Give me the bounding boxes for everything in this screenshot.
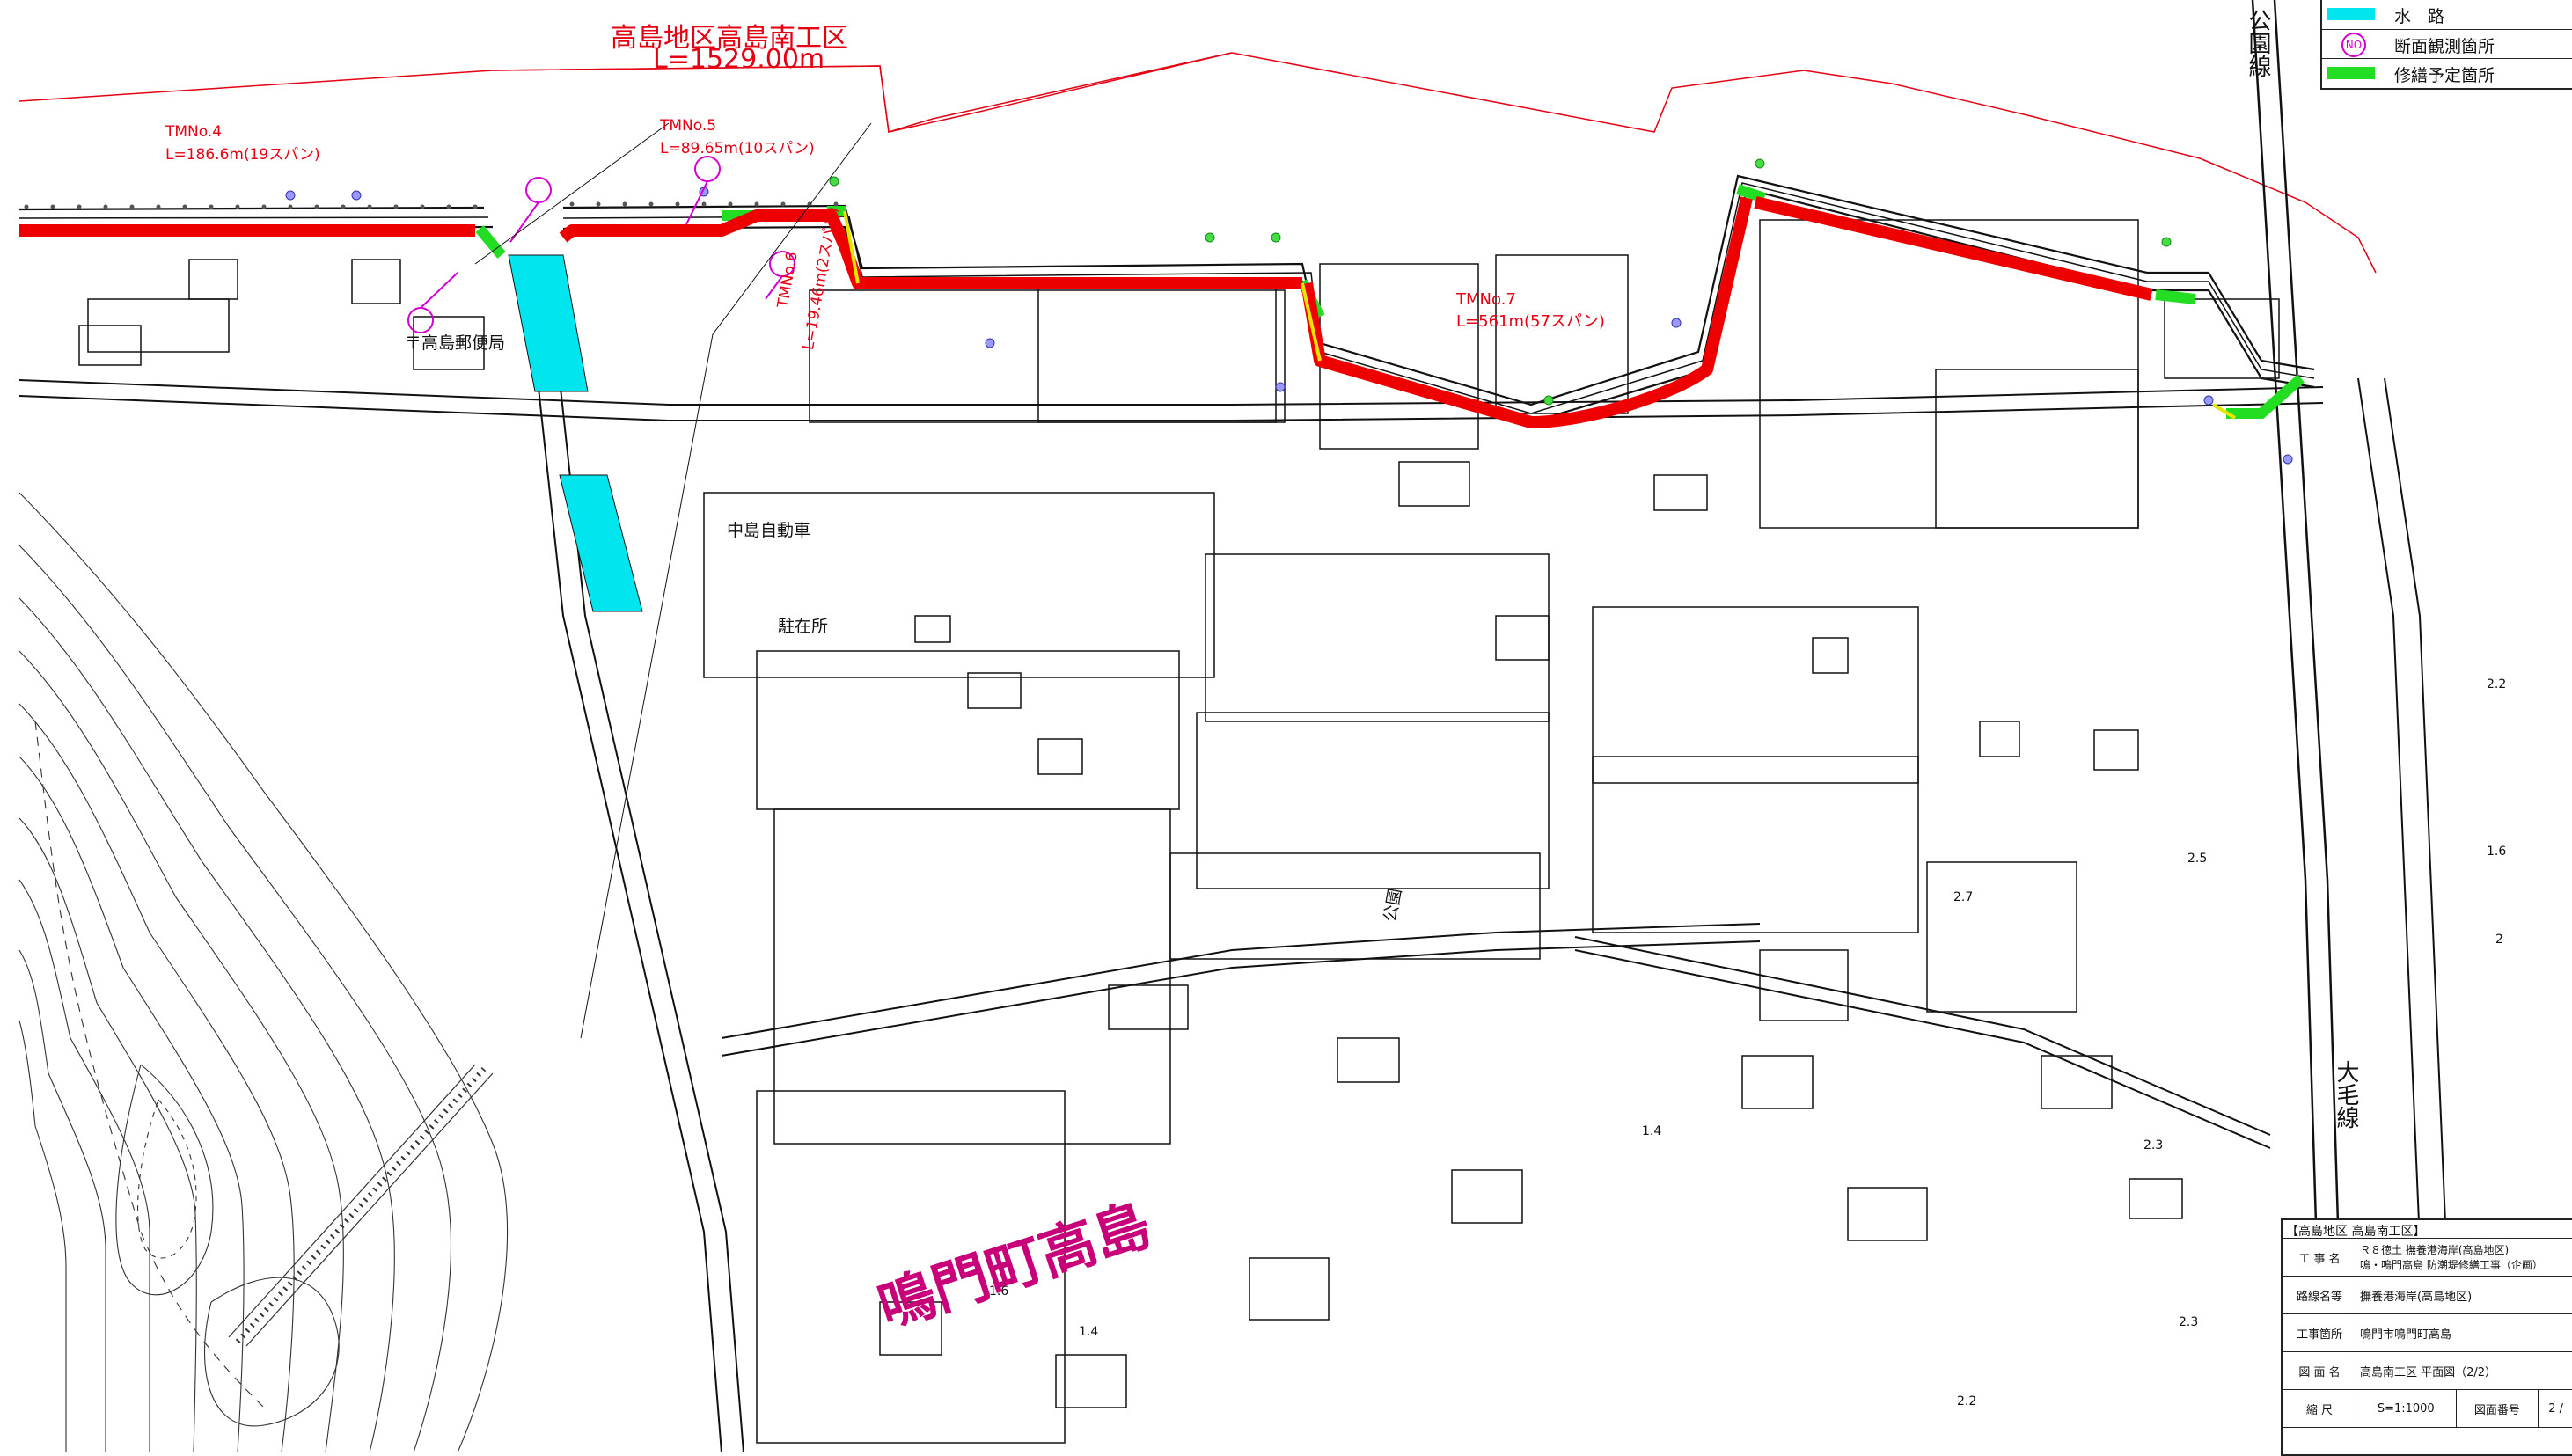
title-value: 鳴門市鳴門町高島 (2356, 1314, 2572, 1352)
levee-centerline (19, 183, 2314, 413)
title-row: 路線名等 撫養港海岸(高島地区) (2283, 1277, 2572, 1314)
segment-id-tm7: TMNo.7 (1456, 290, 1516, 309)
title-block-table: 工 事 名 Ｒ８徳土 撫養港海岸(高島地区) 鳴・鳴門高島 防潮堤修繕工事（企画… (2283, 1238, 2572, 1428)
contour-label: 2.2 (1957, 1394, 1976, 1408)
title-row: 工 事 名 Ｒ８徳土 撫養港海岸(高島地区) 鳴・鳴門高島 防潮堤修繕工事（企画… (2283, 1239, 2572, 1277)
waterway (509, 255, 642, 611)
title-block-header: 【高島地区 高島南工区】 (2286, 1222, 2425, 1240)
contour-label: 2.3 (2143, 1138, 2163, 1152)
legend-label: 断面観測箇所 (2394, 33, 2495, 57)
contour-label: 1.6 (2487, 845, 2506, 859)
segment-id-tm5: TMNo.5 (660, 117, 716, 135)
legend-label: 水 路 (2394, 4, 2444, 27)
title-key: 図 面 名 (2283, 1352, 2356, 1390)
section-marks (408, 157, 795, 333)
legend-row-observation: NO 断面観測箇所 (2322, 29, 2572, 59)
title-row: 図 面 名 高島南工区 平面図（2/2） (2283, 1352, 2572, 1390)
legend: 水 路 NO 断面観測箇所 修繕予定箇所 (2320, 0, 2572, 90)
contour-label: 1.6 (989, 1284, 1008, 1299)
segment-length-tm5: L=89.65m(10スパン) (660, 135, 815, 157)
contour-label: 2.7 (1953, 890, 1973, 904)
label-police-box: 駐在所 (778, 613, 828, 637)
hill-contours (19, 493, 508, 1452)
contour-label: 2 (2495, 933, 2503, 947)
legend-label: 修繕予定箇所 (2394, 62, 2495, 86)
title-value: Ｒ８徳土 撫養港海岸(高島地区) 鳴・鳴門高島 防潮堤修繕工事（企画） (2356, 1239, 2572, 1277)
title-key: 工 事 名 (2283, 1239, 2356, 1277)
title-row: 縮 尺 S=1:1000 図面番号 2 / (2283, 1390, 2572, 1428)
buildings (79, 220, 2279, 1443)
contour-label: 1.4 (1642, 1124, 1661, 1138)
district-boundary (19, 53, 2376, 273)
contour-label: 2.3 (2179, 1315, 2198, 1329)
contour-label: 1.4 (1079, 1325, 1098, 1339)
title-block: 【高島地区 高島南工区】 工 事 名 Ｒ８徳土 撫養港海岸(高島地区) 鳴・鳴門… (2281, 1218, 2572, 1456)
repair-swatch (2327, 67, 2375, 79)
label-post-office: 〒高島郵便局 (405, 330, 505, 354)
levee-red (19, 198, 2151, 422)
contour-label: 2.2 (2487, 677, 2506, 691)
segment-id-tm4: TMNo.4 (165, 123, 222, 141)
hill-stairs (229, 1065, 493, 1346)
district-length: L=1529.00m (653, 44, 824, 75)
title-row: 工事箇所 鳴門市鳴門町高島 (2283, 1314, 2572, 1352)
label-car-shop: 中島自動車 (727, 517, 810, 541)
title-value: 撫養港海岸(高島地区) (2356, 1277, 2572, 1314)
title-key: 工事箇所 (2283, 1314, 2356, 1352)
segment-length-tm4: L=186.6m(19スパン) (165, 142, 320, 164)
title-value: 高島南工区 平面図（2/2） (2356, 1352, 2572, 1390)
waterway-swatch (2327, 8, 2375, 20)
legend-row-waterway: 水 路 (2322, 0, 2572, 29)
scale-key: 縮 尺 (2283, 1390, 2356, 1428)
drawing-no-key: 図面番号 (2456, 1390, 2539, 1428)
contour-label: 2.5 (2187, 852, 2207, 866)
label-road-right: 大毛線 (2330, 1060, 2363, 1129)
observation-icon: NO (2341, 33, 2366, 57)
title-key: 路線名等 (2283, 1277, 2356, 1314)
legend-row-repair: 修繕予定箇所 (2322, 58, 2572, 88)
label-road-top: 公園線 (2242, 9, 2275, 77)
segment-length-tm7: L=561m(57スパン) (1456, 309, 1605, 332)
drawing-no-value: 2 / (2539, 1390, 2572, 1428)
levee-edge (19, 176, 2314, 422)
scale-value: S=1:1000 (2356, 1390, 2457, 1428)
